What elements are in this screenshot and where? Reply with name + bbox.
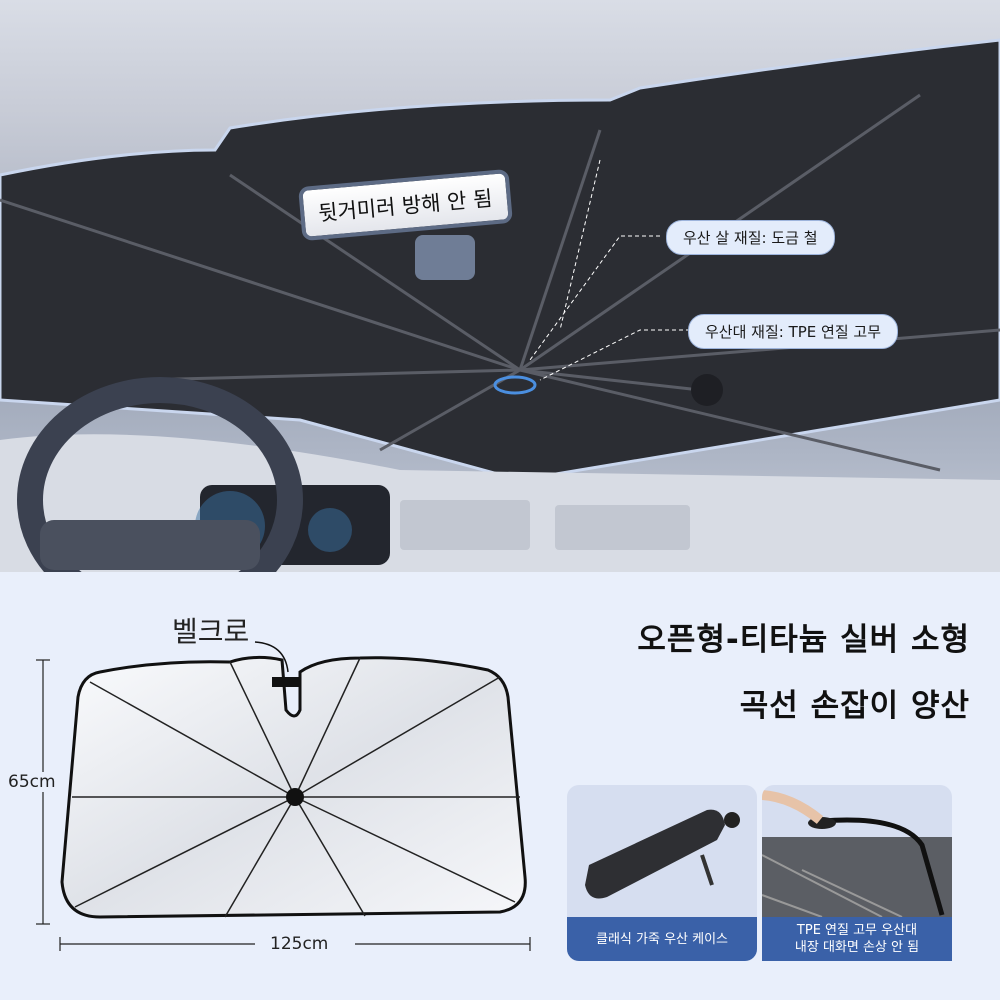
callout-shaft-material: 우산대 재질: TPE 연질 고무 [688, 314, 899, 349]
sunshade-dimension-diagram [36, 641, 531, 951]
headline-line-1: 오픈형-티타늄 실버 소형 [637, 622, 970, 658]
tpe-handle-image [762, 790, 952, 918]
leather-case-caption: 클래식 가죽 우산 케이스 [567, 917, 757, 961]
leather-case-card: 클래식 가죽 우산 케이스 [567, 785, 757, 961]
headline-line-2: 곡선 손잡이 양산 [739, 688, 970, 724]
width-dimension: 125cm [270, 934, 329, 954]
velcro-label: 벨크로 [172, 615, 250, 648]
product-photo: 뒷거미러 방해 안 됨 우산 살 재질: 도금 철 우산대 재질: TPE 연질… [0, 0, 1000, 572]
caption-line-2: 내장 대화면 손상 안 됨 [794, 940, 920, 955]
callout-rib-material: 우산 살 재질: 도금 철 [666, 220, 835, 255]
car-interior-illustration [0, 38, 1000, 572]
caption-line-1: TPE 연질 고무 우산대 [796, 923, 918, 938]
height-dimension: 65cm [8, 772, 56, 792]
umbrella-case-image [585, 809, 740, 899]
